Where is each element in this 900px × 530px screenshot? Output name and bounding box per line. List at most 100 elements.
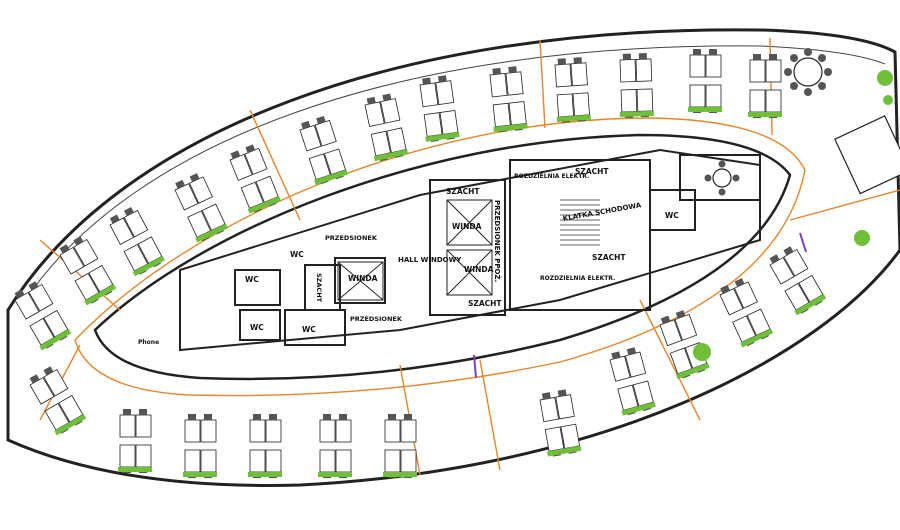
desk <box>435 80 455 106</box>
planter <box>556 114 591 123</box>
corridor-ring-orange <box>74 117 806 397</box>
hall-label: HALL WINDOWY <box>398 256 462 264</box>
desk <box>319 419 336 443</box>
szacht-label: SZACHT <box>446 187 480 196</box>
desk <box>184 449 201 473</box>
desk <box>384 419 401 443</box>
room-labels: SZACHT WINDA WINDA SZACHT PRZEDSIONEK PP… <box>138 167 679 346</box>
desk <box>229 153 253 181</box>
plants <box>693 70 893 361</box>
desk <box>620 89 638 113</box>
desk <box>240 181 264 209</box>
chair <box>541 392 551 400</box>
desk <box>749 59 766 83</box>
desk <box>492 102 511 128</box>
przedsionek-ppoz-label: PRZEDSIONEK PPOŻ. <box>493 200 502 282</box>
desk <box>265 419 282 443</box>
desk <box>749 89 766 113</box>
planter <box>373 149 409 162</box>
rozdzielnia-label: ROZDZIELNIA ELEKTR. <box>540 275 615 282</box>
chair <box>204 414 212 420</box>
desk <box>572 92 590 117</box>
chair <box>622 53 631 60</box>
desk <box>188 176 213 204</box>
wc-label: WC <box>245 275 259 284</box>
wc-label: WC <box>290 250 304 259</box>
phone-label: Phone <box>138 339 159 346</box>
chair <box>693 49 701 55</box>
desk <box>419 82 439 108</box>
planter <box>318 472 352 477</box>
desk <box>705 54 722 78</box>
desk <box>489 72 508 98</box>
desk <box>119 444 136 468</box>
round-meeting-table <box>784 48 832 96</box>
wc-label: WC <box>302 325 316 334</box>
chair <box>28 281 39 291</box>
planter <box>183 472 217 477</box>
desk <box>539 396 560 423</box>
planter <box>493 123 528 132</box>
szacht-label: SZACHT <box>575 167 609 176</box>
desk <box>400 419 417 443</box>
desk <box>184 419 201 443</box>
desk-cluster <box>248 414 282 478</box>
desk-cluster <box>318 414 352 478</box>
planter <box>247 196 282 214</box>
desk-cluster <box>539 389 582 457</box>
desk <box>265 449 282 473</box>
desk-cluster <box>14 281 72 351</box>
desk-cluster <box>174 173 229 243</box>
desk <box>249 449 266 473</box>
chair <box>573 57 582 64</box>
chair <box>769 54 777 60</box>
chair <box>245 144 256 153</box>
winda-label: WINDA <box>348 274 378 283</box>
chair <box>388 414 396 420</box>
chair <box>339 414 347 420</box>
planter <box>383 472 417 477</box>
chair <box>638 53 647 60</box>
desk <box>135 444 152 468</box>
chair <box>709 49 717 55</box>
desk <box>705 84 722 108</box>
desk <box>784 282 810 311</box>
planter <box>621 401 656 416</box>
desk <box>423 112 443 137</box>
planter <box>39 329 72 351</box>
desk <box>508 101 527 126</box>
planter <box>425 132 460 142</box>
desk <box>335 419 352 443</box>
chair <box>269 414 277 420</box>
desk <box>200 419 217 443</box>
desk <box>59 246 85 275</box>
desk <box>765 59 782 83</box>
desk <box>733 281 758 309</box>
desk <box>400 449 417 473</box>
desk <box>335 449 352 473</box>
staircase <box>560 199 600 246</box>
elevator-shafts <box>337 199 493 301</box>
przedsionek-label: PRZEDSIONEK <box>325 234 378 242</box>
desk <box>174 183 199 211</box>
chair <box>230 150 241 159</box>
chair <box>492 67 501 75</box>
planter <box>84 284 117 306</box>
chair <box>14 289 25 299</box>
desk <box>617 384 639 411</box>
small-round-table <box>704 160 740 196</box>
chair <box>123 207 134 217</box>
rozdzielnia-label: ROZDZIELNIA ELEKTR. <box>514 173 589 180</box>
desk <box>624 351 647 378</box>
desk <box>732 315 757 343</box>
przedsionek-label: PRZEDSIONEK <box>350 315 403 323</box>
desk <box>560 423 581 449</box>
planter <box>118 467 152 472</box>
desk <box>556 93 575 118</box>
desk-cluster <box>719 278 774 348</box>
chair <box>175 179 185 189</box>
desk <box>554 63 572 88</box>
planter <box>195 223 229 243</box>
szacht-label: SZACHT <box>468 299 502 308</box>
